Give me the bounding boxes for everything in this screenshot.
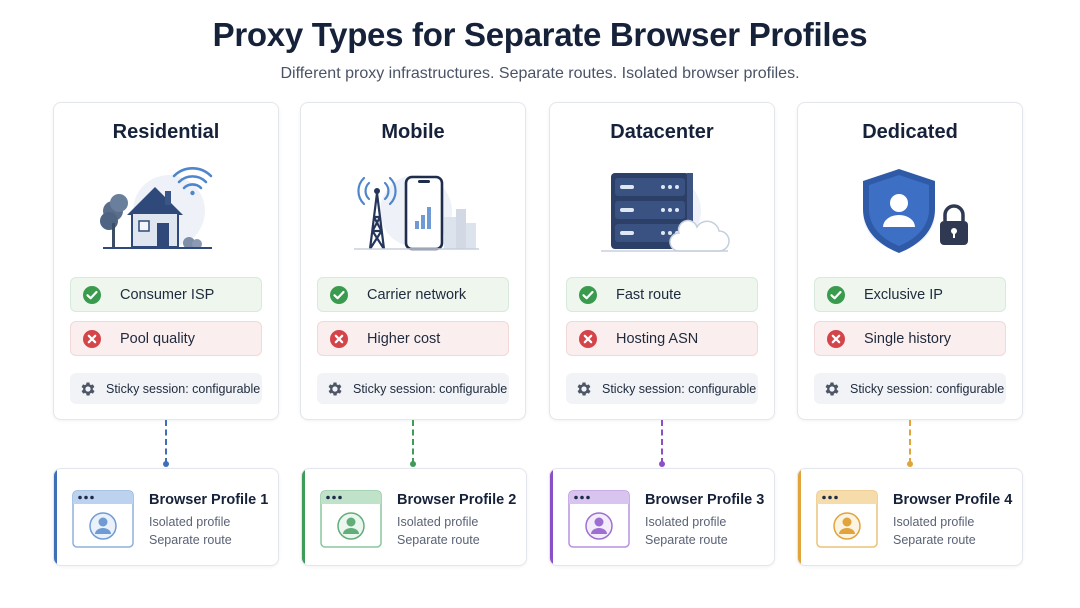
pro-label: Carrier network [367,286,467,303]
check-circle-icon [579,285,597,304]
con-item: Single history [814,321,1006,356]
profile-line-1: Isolated profile [397,515,479,529]
pro-label: Consumer ISP [120,286,215,303]
profile-title: Browser Profile 2 [397,492,517,508]
browser-window-icon [568,490,630,548]
profile-title: Browser Profile 1 [149,492,269,508]
browser-profile-card-2: Browser Profile 2 Isolated profile Separ… [301,468,527,566]
proxy-card-mobile: Mobile Carrier network Higher cost Stick… [300,102,526,420]
profile-line-1: Isolated profile [149,515,231,529]
profile-line-2: Separate route [645,533,728,547]
proxy-card-dedicated: Dedicated Exclusive IP Single history St… [797,102,1023,420]
sticky-session-setting: Sticky session: configurable [317,373,509,404]
x-circle-icon [83,329,101,348]
profile-line-2: Separate route [397,533,480,547]
con-item: Pool quality [70,321,262,356]
profile-title: Browser Profile 3 [645,492,765,508]
page-subtitle: Different proxy infrastructures. Separat… [280,65,800,82]
server-rack-cloud-icon [601,173,730,252]
x-circle-icon [330,329,348,348]
cell-tower-phone-icon [354,175,479,251]
con-label: Single history [864,330,952,347]
sticky-session-setting: Sticky session: configurable [566,373,758,404]
browser-window-icon [320,490,382,548]
pro-item: Consumer ISP [70,277,262,312]
check-circle-icon [827,285,845,304]
pro-item: Carrier network [317,277,509,312]
con-label: Pool quality [120,330,195,347]
profile-line-2: Separate route [149,533,232,547]
house-with-wifi-icon [100,166,213,249]
profile-line-1: Isolated profile [893,515,975,529]
x-circle-icon [579,329,597,348]
browser-profile-card-4: Browser Profile 4 Isolated profile Separ… [797,468,1023,566]
sticky-label: Sticky session: configurable [850,381,1005,396]
shield-lock-icon [863,169,968,253]
sticky-label: Sticky session: configurable [602,381,757,396]
proxy-card-datacenter: Datacenter Fast route Hosting ASN Sticky… [549,102,775,420]
sticky-session-setting: Sticky session: configurable [814,373,1006,404]
connector-line-2 [410,420,416,467]
proxy-card-residential: Residential Consumer ISP Pool quality St… [53,102,279,420]
sticky-label: Sticky session: configurable [106,381,261,396]
pro-item: Fast route [566,277,758,312]
profile-title: Browser Profile 4 [893,492,1013,508]
gear-icon [328,381,342,396]
sticky-session-setting: Sticky session: configurable [70,373,262,404]
con-item: Higher cost [317,321,509,356]
sticky-label: Sticky session: configurable [353,381,508,396]
browser-profile-card-1: Browser Profile 1 Isolated profile Separ… [53,468,279,566]
connector-line-4 [907,420,913,467]
card-title: Dedicated [862,121,958,143]
pro-item: Exclusive IP [814,277,1006,312]
card-title: Mobile [381,121,445,143]
gear-icon [577,381,591,396]
page-title: Proxy Types for Separate Browser Profile… [212,16,868,53]
con-item: Hosting ASN [566,321,758,356]
check-circle-icon [83,285,101,304]
profile-line-1: Isolated profile [645,515,727,529]
browser-window-icon [72,490,134,548]
con-label: Hosting ASN [616,330,699,347]
x-circle-icon [827,329,845,348]
gear-icon [825,381,839,396]
connector-line-3 [659,420,665,467]
pro-label: Exclusive IP [864,286,943,303]
check-circle-icon [330,285,348,304]
profile-line-2: Separate route [893,533,976,547]
connector-line-1 [163,420,169,467]
pro-label: Fast route [616,286,682,303]
card-title: Datacenter [610,121,714,143]
gear-icon [81,381,95,396]
browser-profile-card-3: Browser Profile 3 Isolated profile Separ… [549,468,775,566]
browser-window-icon [816,490,878,548]
card-title: Residential [112,121,220,143]
con-label: Higher cost [367,330,441,347]
